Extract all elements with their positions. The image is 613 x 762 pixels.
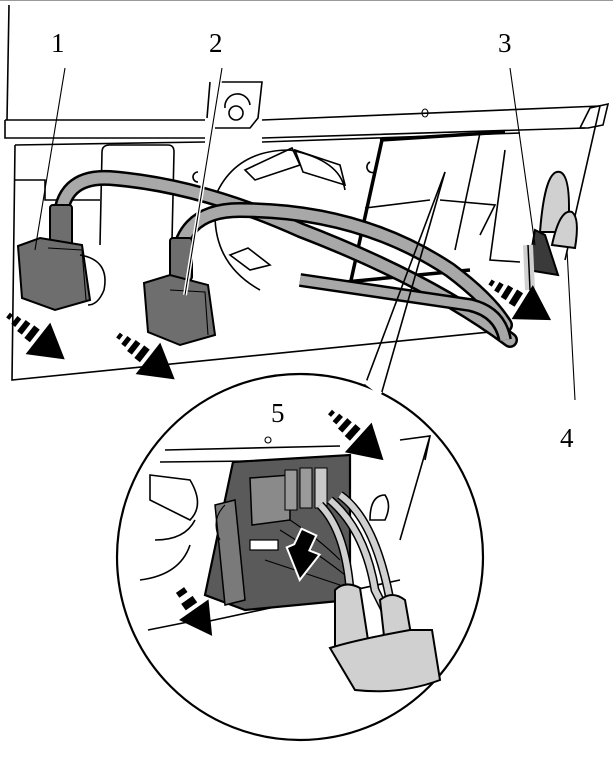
connector-2-body: [142, 273, 217, 347]
panel-face-outline: [11, 144, 511, 381]
cable-boot: [328, 629, 442, 693]
callout-1: 1: [51, 28, 65, 58]
callout-3: 3: [498, 28, 512, 58]
connector-1[interactable]: [16, 204, 106, 312]
connector-5-latch-arm: [214, 499, 246, 606]
connector-5[interactable]: [203, 453, 352, 612]
callout-5: 5: [271, 398, 285, 428]
chassis-panel: [4, 4, 610, 381]
pull-arrow-detail-bottom: [175, 587, 213, 636]
inset-fan-blade: [149, 474, 199, 521]
detail-inset: [115, 372, 485, 742]
screw-boss: [224, 93, 251, 109]
right-support: [489, 149, 521, 263]
module-right-edge: [454, 132, 481, 251]
leader-3: [509, 67, 536, 246]
pull-arrow-connector-2: [116, 332, 175, 380]
callout-4: 4: [560, 423, 574, 453]
rail-end-tab: [578, 102, 610, 129]
callout-2: 2: [209, 28, 223, 58]
left-recess: [99, 144, 175, 246]
mount-hole: [421, 108, 429, 118]
inset-screw-boss: [369, 494, 390, 521]
press-arrow-latch: [285, 527, 322, 582]
connector-2[interactable]: [142, 237, 217, 347]
leader-2: [184, 67, 223, 296]
cable-2: [172, 204, 511, 331]
pull-arrow-connector-1: [6, 312, 65, 360]
leader-4: [566, 249, 576, 401]
inset-pointer-right: [380, 171, 446, 396]
top-rail-front: [4, 120, 586, 139]
leader-1: [34, 67, 66, 251]
right-cable-bundle[interactable]: [523, 170, 578, 291]
connector-1-boot: [49, 204, 73, 246]
module-shelf-side: [439, 199, 497, 236]
pull-arrow-cables-3-4: [488, 279, 552, 321]
module-shelf: [364, 199, 431, 209]
inset-pointer-left: [364, 171, 446, 386]
cable-3: [299, 275, 510, 342]
screw-bracket: [206, 81, 263, 129]
top-rail-upper: [5, 105, 601, 121]
connector-1-body: [16, 236, 92, 312]
connector-1-latch: [79, 254, 106, 306]
cables: [52, 169, 518, 348]
wire-sleeve-1: [334, 583, 370, 652]
screw-head: [228, 105, 244, 121]
module-top-edge: [379, 130, 506, 142]
side-hole-1: [192, 171, 199, 183]
chassis-left-edge: [6, 4, 10, 121]
cable-4-loop: [550, 210, 578, 250]
fan-grille: [211, 146, 347, 291]
pull-arrow-detail-top: [327, 409, 384, 461]
